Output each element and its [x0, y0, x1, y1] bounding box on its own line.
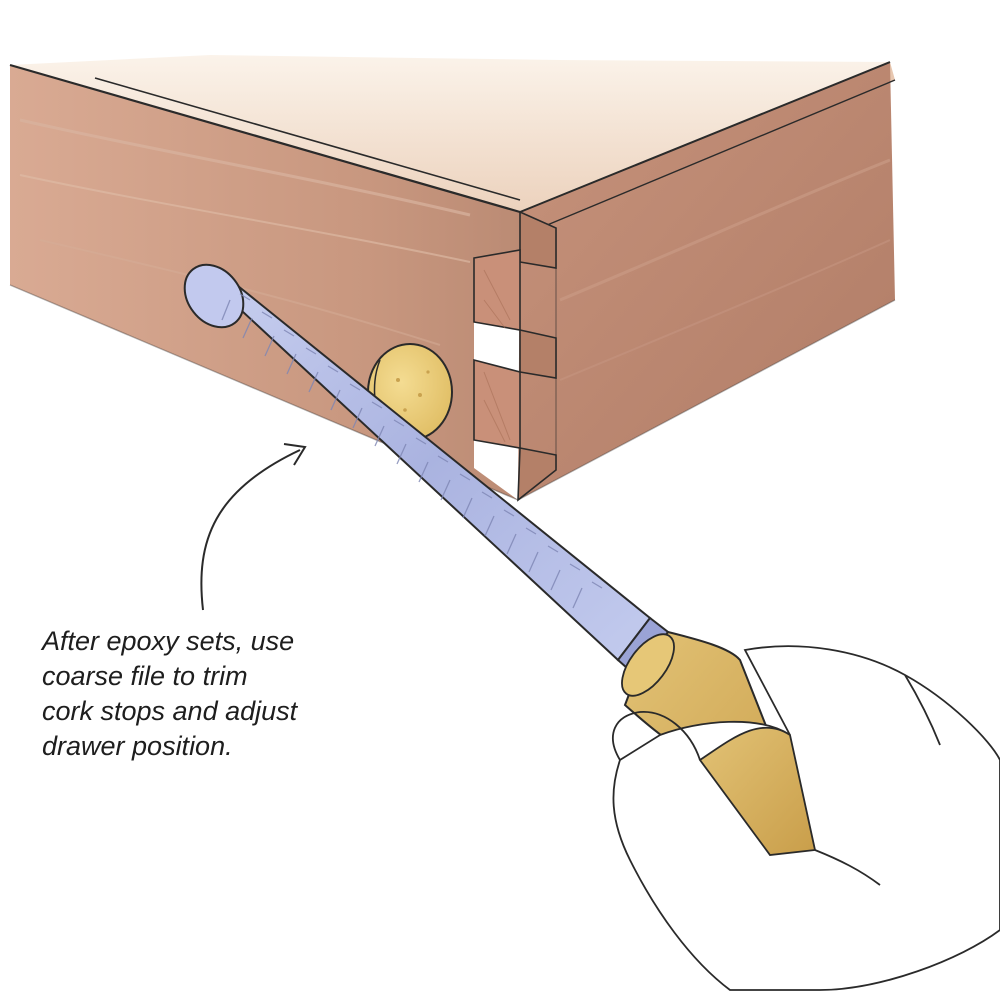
- handle-grip: [698, 726, 817, 856]
- dovetail-joint: [473, 210, 557, 502]
- callout-arrow: [200, 443, 307, 611]
- callout-line: coarse file to trim: [42, 661, 248, 691]
- callout-line: cork stops and adjust: [42, 696, 298, 726]
- callout-line: After epoxy sets, use: [42, 626, 295, 656]
- callout-text: After epoxy sets, use coarse file to tri…: [42, 624, 372, 764]
- drawer-bottom-edge: [9, 284, 896, 501]
- callout-line: drawer position.: [42, 731, 233, 761]
